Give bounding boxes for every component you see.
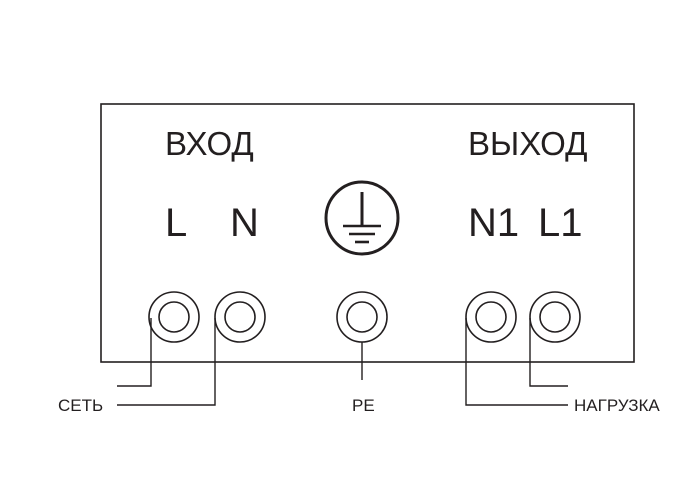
ground-icon	[324, 180, 400, 256]
terminal-label-l: L	[165, 201, 187, 245]
mains-label: СЕТЬ	[58, 396, 103, 415]
terminal-screw-l1	[529, 291, 581, 343]
terminal-screw-pe	[336, 291, 388, 343]
wire-l1	[529, 318, 568, 387]
wire-n	[117, 318, 216, 406]
output-heading: ВЫХОД	[468, 125, 587, 162]
terminal-label-n1: N1	[468, 201, 519, 245]
wire-l	[117, 318, 152, 387]
terminal-label-n: N	[230, 201, 259, 245]
terminal-box	[100, 103, 635, 363]
input-heading: ВХОД	[165, 125, 254, 162]
load-label: НАГРУЗКА	[574, 396, 660, 415]
wire-n1	[465, 318, 568, 406]
terminal-screw-n	[214, 291, 266, 343]
terminal-screw-n1	[465, 291, 517, 343]
terminal-label-l1: L1	[538, 201, 583, 245]
pe-label: PE	[352, 396, 375, 415]
terminal-screw-l	[148, 291, 200, 343]
